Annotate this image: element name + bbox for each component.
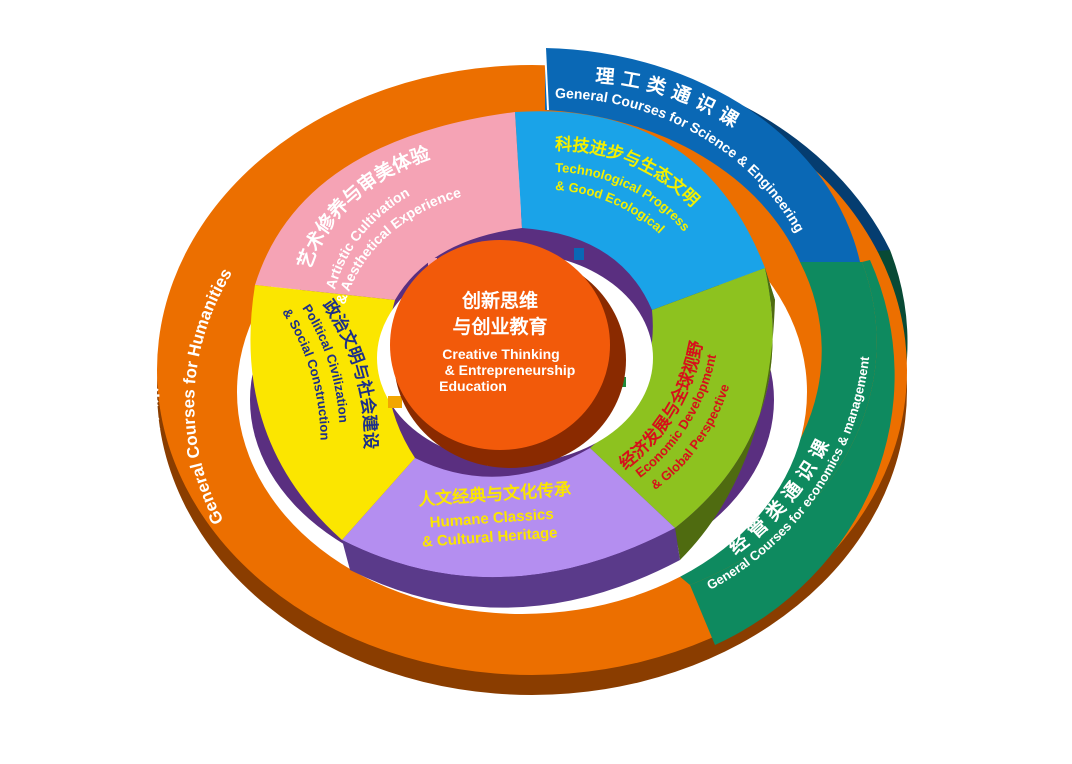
sector-politics xyxy=(250,285,415,540)
sector-art xyxy=(255,112,522,300)
center-title-zh-2: 与创业教育 xyxy=(452,315,547,338)
center-title-en-1: Creative Thinking xyxy=(442,346,559,362)
center-text: 创新思维 与创业教育 Creative Thinking & Entrepren… xyxy=(439,289,575,394)
center-title-zh-1: 创新思维 xyxy=(461,289,538,312)
humane-label: 人文经典与文化传承 Humane Classics & Cultural Her… xyxy=(418,479,572,551)
center-title-en-2: & Entrepreneurship xyxy=(445,362,576,378)
module-sectors xyxy=(250,111,775,608)
center-title-en-3: Education xyxy=(439,378,507,394)
sector-econ xyxy=(590,268,773,528)
sector-humane xyxy=(342,448,675,578)
center-core xyxy=(390,240,626,468)
science-ring-segment xyxy=(545,48,860,262)
economics-ring-segment xyxy=(660,262,877,585)
sector-tech xyxy=(515,111,765,310)
